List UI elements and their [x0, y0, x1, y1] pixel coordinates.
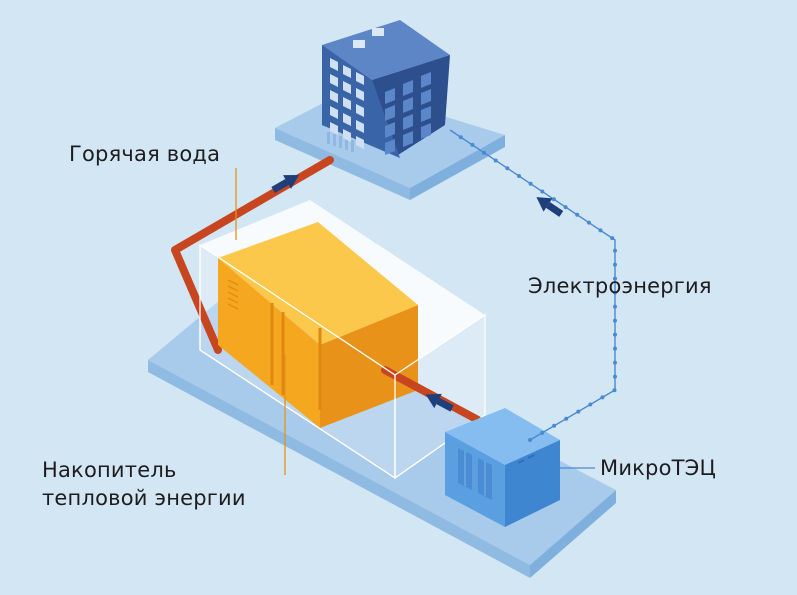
building-window — [343, 129, 351, 142]
electricity-dot — [564, 416, 569, 421]
electricity-dot — [613, 374, 617, 379]
electricity-dot — [505, 166, 510, 171]
electricity-line — [449, 129, 617, 442]
storage-label-line2: тепловой энергии — [42, 486, 246, 510]
electricity-dot — [613, 318, 617, 323]
building-window-side — [421, 106, 431, 122]
electricity-dot — [551, 197, 556, 202]
building-icon — [322, 20, 450, 158]
electricity-dot — [540, 189, 545, 194]
electricity-dot — [612, 388, 617, 393]
electricity-dot — [600, 395, 605, 400]
building-window-side — [385, 139, 395, 155]
electricity-dot — [613, 304, 617, 309]
electricity-dot — [493, 158, 498, 163]
building-window — [330, 58, 338, 71]
electricity-dot — [576, 409, 581, 414]
electricity-dot — [598, 228, 603, 233]
hot-water-arrow — [271, 175, 300, 194]
building-window-side — [385, 105, 395, 121]
building-window-side — [403, 131, 413, 147]
electricity-dot — [613, 346, 617, 351]
building-window — [356, 88, 364, 101]
electricity-dot — [552, 423, 557, 428]
electricity-dot — [470, 142, 475, 147]
building-window — [343, 97, 351, 110]
electricity-label: Электроэнергия — [528, 274, 712, 298]
building-window — [356, 120, 364, 133]
electricity-dot — [528, 181, 533, 186]
building-window-side — [421, 123, 431, 139]
building-window — [356, 104, 364, 117]
hot-water-label: Горячая вода — [69, 142, 221, 166]
building-window-side — [421, 89, 431, 105]
micro-chp-unit — [445, 408, 560, 527]
electricity-dot — [482, 150, 486, 155]
building-window — [356, 72, 364, 85]
building-window-side — [403, 80, 413, 96]
building-window — [330, 122, 338, 135]
electricity-dot — [575, 212, 580, 217]
building-window-side — [385, 122, 395, 138]
thermal-storage-container — [218, 222, 418, 428]
building-window-side — [421, 72, 431, 88]
electricity-dot — [613, 332, 617, 337]
storage-feed-arrow — [425, 393, 454, 412]
micro-chp-label: МикроТЭЦ — [600, 456, 717, 480]
electricity-dot — [563, 205, 568, 210]
flow-arrows — [271, 175, 564, 412]
electricity-dot — [586, 220, 591, 225]
building-window-side — [385, 88, 395, 104]
electricity-dot — [588, 402, 593, 407]
building-window-side — [403, 114, 413, 130]
electricity-dot — [613, 360, 617, 365]
electricity-dot — [517, 174, 521, 178]
building-window-side — [403, 97, 413, 113]
electricity-dot — [613, 248, 617, 253]
building-window — [330, 106, 338, 119]
building-window — [343, 81, 351, 94]
electricity-dot — [613, 262, 617, 267]
building-window — [356, 136, 364, 149]
building-window — [343, 113, 351, 126]
electricity-dot — [613, 290, 617, 295]
electricity-dot — [540, 430, 545, 435]
electricity-dot — [458, 135, 463, 140]
electricity-dot — [528, 438, 532, 442]
building-window — [330, 74, 338, 87]
building-window — [343, 65, 351, 78]
electricity-dot — [613, 276, 617, 281]
building-window — [330, 90, 338, 103]
electricity-dot — [610, 236, 615, 241]
leader-lines — [235, 168, 595, 475]
storage-label-line1: Накопитель — [42, 458, 177, 482]
electricity-arrow — [536, 197, 564, 217]
